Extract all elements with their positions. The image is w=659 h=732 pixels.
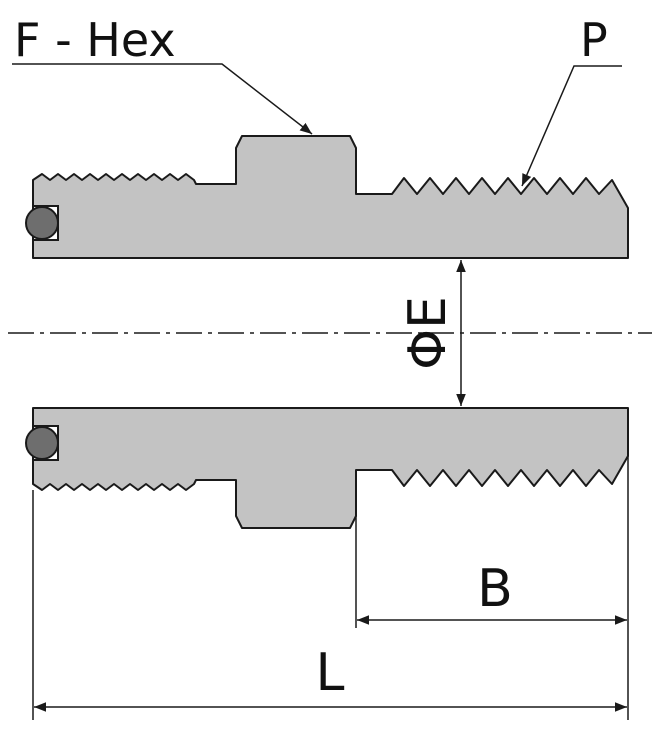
oring-upper [25, 206, 59, 240]
hex-leader-line [12, 63, 313, 135]
overall-length-label: L [316, 643, 345, 703]
fitting-lower-half [32, 407, 629, 529]
oring-lower [25, 426, 59, 460]
bore-diameter-label: ΦE [398, 296, 458, 370]
hex-label: F - Hex [14, 13, 176, 67]
thread-label: P [580, 13, 608, 67]
fitting-upper-half [32, 135, 629, 259]
thread-length-label: B [477, 559, 513, 619]
thread-leader-line [521, 65, 622, 187]
